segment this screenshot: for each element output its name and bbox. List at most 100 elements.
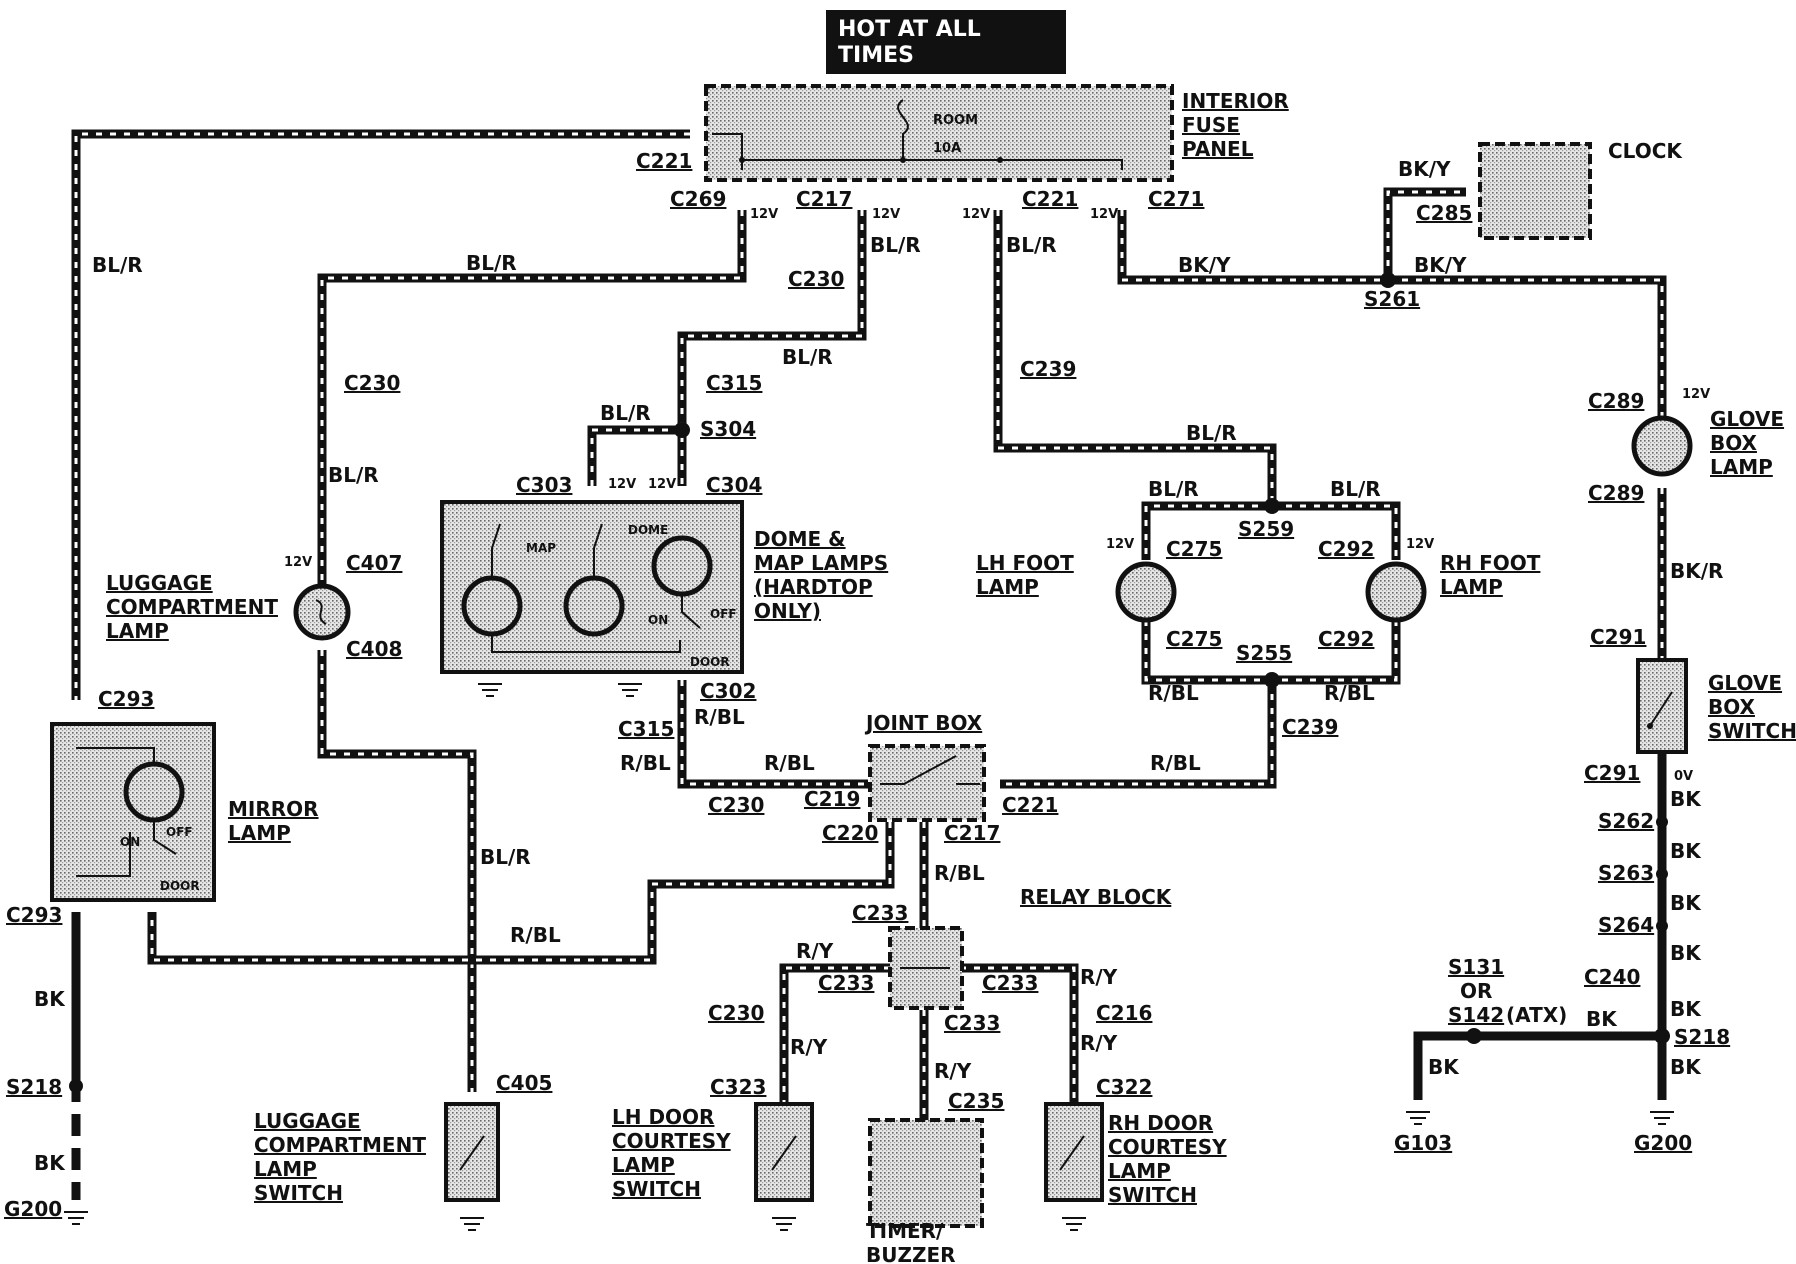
interior-fuse-panel: ROOM 10A INTERIOR FUSE PANEL bbox=[704, 84, 1289, 182]
svg-text:C275: C275 bbox=[1166, 627, 1222, 651]
svg-text:S218: S218 bbox=[6, 1075, 62, 1099]
svg-text:S131: S131 bbox=[1448, 955, 1504, 979]
svg-text:(ATX): (ATX) bbox=[1506, 1003, 1567, 1027]
svg-text:C271: C271 bbox=[1148, 187, 1204, 211]
splice-s259 bbox=[1264, 498, 1280, 514]
lh-foot-lamp: LH FOOT LAMP bbox=[976, 551, 1177, 623]
dome-map-lamps: MAP DOME OFF ON DOOR DOME & MAP LAMPS (H… bbox=[440, 500, 888, 674]
svg-text:R/Y: R/Y bbox=[790, 1035, 828, 1059]
svg-text:SWITCH: SWITCH bbox=[254, 1181, 343, 1205]
splice-s264 bbox=[1656, 920, 1668, 932]
wires bbox=[71, 129, 1667, 1200]
svg-text:LAMP: LAMP bbox=[1108, 1159, 1171, 1183]
svg-text:BL/R: BL/R bbox=[466, 251, 517, 275]
hot-at-all-times-banner: HOT AT ALL TIMES bbox=[826, 10, 1066, 74]
svg-text:C217: C217 bbox=[796, 187, 852, 211]
svg-text:C323: C323 bbox=[710, 1075, 766, 1099]
svg-text:R/BL: R/BL bbox=[620, 751, 671, 775]
svg-text:SWITCH: SWITCH bbox=[1108, 1183, 1197, 1207]
svg-text:LH DOOR: LH DOOR bbox=[612, 1105, 714, 1129]
splice-s255 bbox=[1264, 672, 1280, 688]
svg-text:LAMP: LAMP bbox=[254, 1157, 317, 1181]
svg-text:CLOCK: CLOCK bbox=[1608, 139, 1683, 163]
svg-text:JOINT BOX: JOINT BOX bbox=[864, 711, 983, 735]
svg-text:OFF: OFF bbox=[710, 607, 737, 621]
svg-text:C233: C233 bbox=[818, 971, 874, 995]
svg-text:G200: G200 bbox=[4, 1197, 62, 1221]
svg-text:S142: S142 bbox=[1448, 1003, 1504, 1027]
mirror-lamp: OFF ON DOOR MIRROR LAMP bbox=[50, 722, 319, 902]
svg-text:BL/R: BL/R bbox=[870, 233, 921, 257]
svg-text:C289: C289 bbox=[1588, 481, 1644, 505]
svg-text:ONLY): ONLY) bbox=[754, 599, 821, 623]
svg-text:BL/R: BL/R bbox=[782, 345, 833, 369]
svg-text:BL/R: BL/R bbox=[1186, 421, 1237, 445]
svg-text:BK: BK bbox=[1670, 941, 1702, 965]
svg-text:0V: 0V bbox=[1674, 769, 1693, 784]
svg-text:C219: C219 bbox=[804, 787, 860, 811]
svg-text:C293: C293 bbox=[98, 687, 154, 711]
svg-text:C235: C235 bbox=[948, 1089, 1004, 1113]
svg-text:RH FOOT: RH FOOT bbox=[1440, 551, 1541, 575]
svg-text:R/Y: R/Y bbox=[934, 1059, 972, 1083]
splice-s304 bbox=[674, 422, 690, 438]
svg-text:MIRROR: MIRROR bbox=[228, 797, 319, 821]
svg-text:BOX: BOX bbox=[1708, 695, 1756, 719]
svg-text:OR: OR bbox=[1460, 979, 1492, 1003]
svg-text:C269: C269 bbox=[670, 187, 726, 211]
svg-text:R/BL: R/BL bbox=[1148, 681, 1199, 705]
svg-text:LH FOOT: LH FOOT bbox=[976, 551, 1074, 575]
svg-text:C408: C408 bbox=[346, 637, 402, 661]
svg-text:C292: C292 bbox=[1318, 627, 1374, 651]
svg-text:C217: C217 bbox=[944, 821, 1000, 845]
svg-text:GLOVE: GLOVE bbox=[1708, 671, 1782, 695]
svg-text:C275: C275 bbox=[1166, 537, 1222, 561]
svg-text:BL/R: BL/R bbox=[480, 845, 531, 869]
rh-foot-lamp: RH FOOT LAMP bbox=[1365, 551, 1541, 623]
svg-text:BOX: BOX bbox=[1710, 431, 1758, 455]
splice-s262 bbox=[1656, 816, 1668, 828]
svg-text:BL/R: BL/R bbox=[328, 463, 379, 487]
svg-text:COURTESY: COURTESY bbox=[1108, 1135, 1227, 1159]
svg-text:MAP LAMPS: MAP LAMPS bbox=[754, 551, 888, 575]
svg-text:COMPARTMENT: COMPARTMENT bbox=[254, 1133, 426, 1157]
svg-text:ROOM: ROOM bbox=[933, 113, 978, 128]
svg-text:BK: BK bbox=[1670, 997, 1702, 1021]
svg-text:BL/R: BL/R bbox=[1330, 477, 1381, 501]
svg-text:TIMER/: TIMER/ bbox=[866, 1219, 944, 1243]
svg-text:C289: C289 bbox=[1588, 389, 1644, 413]
svg-text:DOOR: DOOR bbox=[690, 655, 730, 669]
svg-text:12V: 12V bbox=[962, 207, 990, 222]
svg-text:OFF: OFF bbox=[166, 825, 193, 839]
svg-text:BK/Y: BK/Y bbox=[1398, 157, 1451, 181]
clock: CLOCK bbox=[1478, 139, 1683, 240]
splice-s218-left bbox=[69, 1079, 83, 1093]
svg-text:C292: C292 bbox=[1318, 537, 1374, 561]
svg-text:G103: G103 bbox=[1394, 1131, 1452, 1155]
relay-block: RELAY BLOCK bbox=[888, 885, 1173, 1010]
svg-text:12V: 12V bbox=[1406, 537, 1434, 552]
svg-text:FUSE: FUSE bbox=[1182, 113, 1240, 137]
splice-s131 bbox=[1466, 1028, 1482, 1044]
svg-text:C303: C303 bbox=[516, 473, 572, 497]
svg-text:10A: 10A bbox=[933, 141, 961, 156]
svg-text:LUGGAGE: LUGGAGE bbox=[254, 1109, 361, 1133]
svg-text:BL/R: BL/R bbox=[92, 253, 143, 277]
lh-door-courtesy-lamp-switch: LH DOOR COURTESY LAMP SWITCH bbox=[612, 1102, 814, 1202]
svg-text:LAMP: LAMP bbox=[1440, 575, 1503, 599]
glove-box-lamp: GLOVE BOX LAMP bbox=[1631, 407, 1784, 479]
glove-box-switch: GLOVE BOX SWITCH bbox=[1636, 658, 1796, 754]
svg-text:DOOR: DOOR bbox=[160, 879, 200, 893]
svg-text:C239: C239 bbox=[1020, 357, 1076, 381]
svg-text:12V: 12V bbox=[750, 207, 778, 222]
luggage-compartment-lamp: LUGGAGE COMPARTMENT LAMP bbox=[106, 571, 351, 643]
svg-text:BL/R: BL/R bbox=[1148, 477, 1199, 501]
svg-text:S255: S255 bbox=[1236, 641, 1292, 665]
timer-buzzer: TIMER/ BUZZER bbox=[866, 1118, 984, 1264]
svg-text:C304: C304 bbox=[706, 473, 762, 497]
wire-labels: BL/R BL/R BL/R BL/R BL/R BL/R BL/R BL/R … bbox=[34, 157, 1723, 1175]
svg-text:12V: 12V bbox=[1682, 387, 1710, 402]
svg-text:BK: BK bbox=[1428, 1055, 1460, 1079]
svg-text:ON: ON bbox=[120, 835, 140, 849]
svg-text:LAMP: LAMP bbox=[228, 821, 291, 845]
